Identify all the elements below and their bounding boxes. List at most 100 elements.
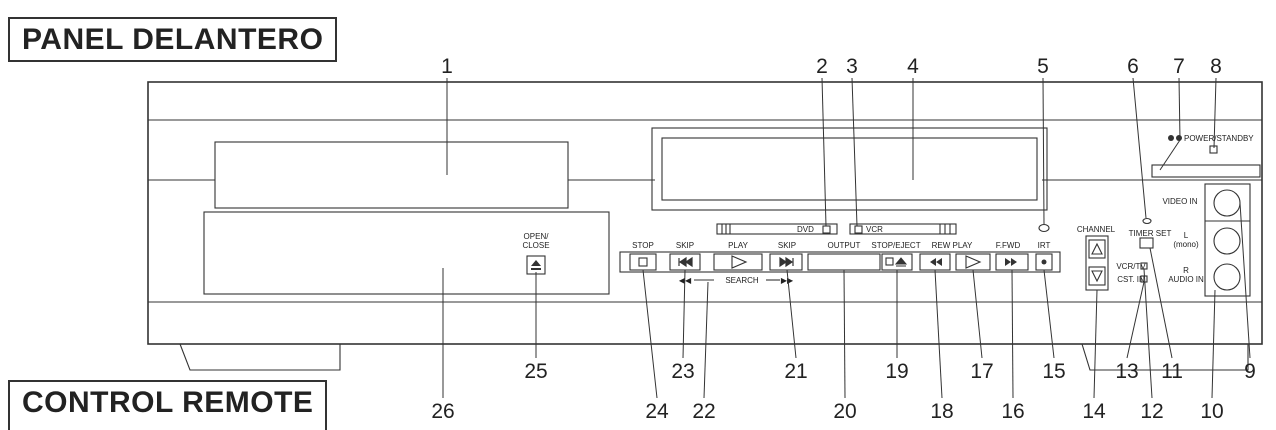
callout-14: 14 [1082, 400, 1106, 423]
callout-8: 8 [1210, 55, 1222, 78]
irt-label: IRT [1038, 241, 1051, 250]
callout-2: 2 [816, 55, 828, 78]
callout-16: 16 [1001, 400, 1024, 423]
power-indicator-light [1209, 145, 1218, 154]
skip-forward-icon [779, 256, 794, 268]
callout-6: 6 [1127, 55, 1139, 78]
transport-strip [619, 251, 1061, 273]
callout-5: 5 [1037, 55, 1049, 78]
skip-back-icon [678, 256, 693, 268]
audio-right-label: R [1183, 266, 1189, 275]
callouts-bottom: 26 25 24 23 22 21 20 19 18 17 16 15 14 1… [431, 360, 1256, 423]
stop-square-icon [638, 257, 648, 267]
audio-in-left-jack[interactable] [1213, 227, 1241, 255]
eject-icon [531, 260, 541, 270]
foot-left [179, 343, 341, 371]
ffwd-label: F.FWD [996, 241, 1021, 250]
callout-13: 13 [1115, 360, 1138, 383]
callout-10: 10 [1200, 400, 1223, 423]
callout-25: 25 [524, 360, 547, 383]
infrared-sensor-icon [1038, 223, 1050, 233]
stop-label: STOP [632, 241, 654, 250]
dvd-disc-tray [214, 141, 569, 209]
callout-24: 24 [645, 400, 669, 423]
callout-21: 21 [784, 360, 807, 383]
search-back-arrow: ◀◀ [679, 276, 692, 285]
callout-17: 17 [970, 360, 993, 383]
av-input-panel [1204, 183, 1251, 297]
skip-forward-label: SKIP [778, 241, 796, 250]
open-close-label-1: OPEN/ [524, 232, 550, 241]
vcr-tv-label: VCR/TV [1116, 262, 1146, 271]
play-triangle-icon [731, 255, 748, 269]
timer-set-light [1142, 217, 1152, 225]
dvd-indicator-light [822, 225, 831, 234]
callout-19: 19 [885, 360, 908, 383]
callout-22: 22 [692, 400, 715, 423]
leader-lines-top [446, 77, 1217, 227]
dvd-selector-bar[interactable] [716, 223, 838, 235]
audio-in-label: AUDIO IN [1168, 275, 1204, 284]
play-button[interactable] [713, 253, 763, 271]
triangle-down-icon [1091, 270, 1103, 283]
callout-11: 11 [1161, 360, 1183, 383]
skip-forward-button[interactable] [769, 253, 803, 271]
power-icon [1168, 135, 1182, 141]
triangle-up-icon [1091, 242, 1103, 255]
front-panel-title: PANEL DELANTERO [8, 17, 338, 62]
remote-control-title: CONTROL REMOTE [8, 380, 328, 430]
callout-4: 4 [907, 55, 919, 78]
video-in-jack[interactable] [1213, 189, 1241, 217]
power-standby-label: POWER/STANDBY [1184, 134, 1254, 143]
chassis-outline [147, 81, 1263, 345]
foot-right [1081, 343, 1249, 371]
display-window-outer [651, 127, 1048, 211]
rewind-icon [930, 258, 942, 266]
callout-3: 3 [846, 55, 858, 78]
callout-20: 20 [833, 400, 856, 423]
vcr-indicator-light [854, 225, 863, 234]
stop-eject-icon [894, 257, 908, 267]
play-label: PLAY [728, 241, 749, 250]
search-label: SEARCH [725, 276, 759, 285]
stop-eject-label: STOP/EJECT [871, 241, 920, 250]
open-close-label-2: CLOSE [522, 241, 549, 250]
search-forward-arrow: ▶▶ [781, 276, 794, 285]
rew-play-button[interactable] [955, 253, 991, 271]
channel-up-button[interactable] [1088, 239, 1106, 259]
skip-back-label: SKIP [676, 241, 694, 250]
channel-label: CHANNEL [1077, 225, 1116, 234]
channel-down-button[interactable] [1088, 266, 1106, 286]
callout-1: 1 [441, 55, 453, 78]
stop-button[interactable] [629, 253, 657, 271]
fast-forward-icon [1005, 258, 1017, 266]
output-label: OUTPUT [828, 241, 861, 250]
leader-lines-bottom [442, 202, 1251, 399]
mono-label: (mono) [1173, 240, 1199, 249]
audio-in-right-jack[interactable] [1213, 263, 1241, 291]
power-standby-button[interactable] [1151, 164, 1261, 178]
callout-15: 15 [1042, 360, 1065, 383]
callout-12: 12 [1140, 400, 1163, 423]
timer-set-label: TIMER SET [1129, 229, 1172, 238]
rew-play-label: REW PLAY [932, 241, 973, 250]
callout-7: 7 [1173, 55, 1185, 78]
cst-in-label: CST. IN [1117, 275, 1145, 284]
timer-set-button[interactable] [1139, 237, 1154, 249]
output-button[interactable] [807, 253, 881, 271]
vcr-indicator-label: VCR [866, 225, 883, 234]
callouts-top: 1 2 3 4 5 6 7 8 [441, 55, 1222, 78]
dvd-indicator-label: DVD [797, 225, 814, 234]
vcr-selector-bar[interactable] [849, 223, 957, 235]
callout-9: 9 [1244, 360, 1256, 383]
callout-18: 18 [930, 400, 953, 423]
play-triangle-icon-2 [965, 255, 982, 269]
display-window-inner [661, 137, 1038, 201]
callout-23: 23 [671, 360, 694, 383]
callout-26: 26 [431, 400, 454, 423]
dvd-front-panel [203, 211, 610, 295]
video-in-label: VIDEO IN [1162, 197, 1197, 206]
audio-left-label: L [1184, 231, 1189, 240]
